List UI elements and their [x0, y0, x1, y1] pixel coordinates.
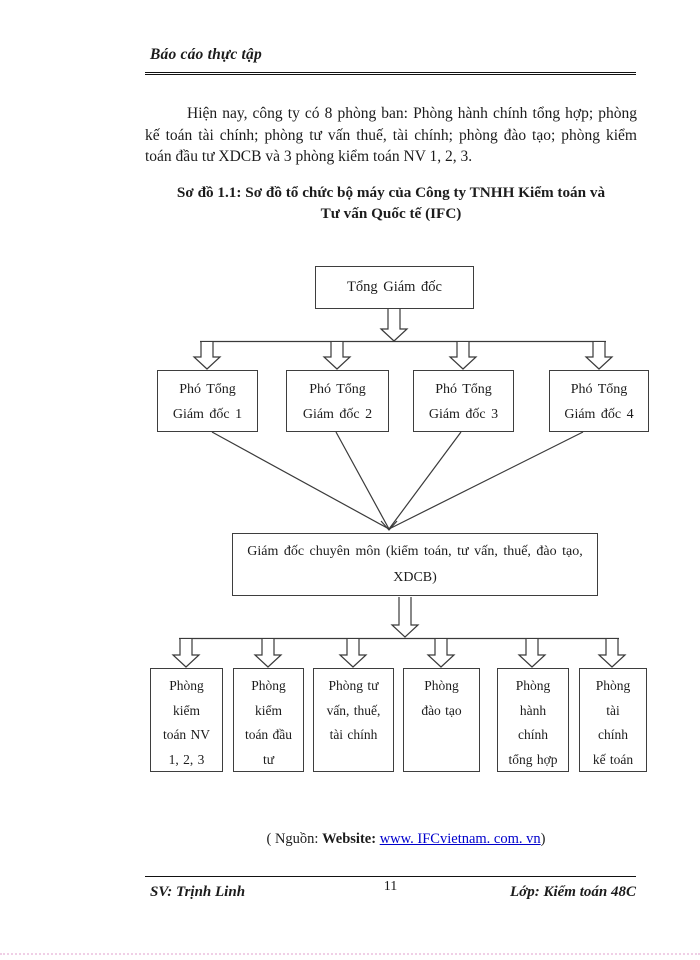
org-box-dept-consulting: Phòng tư vấn, thuế, tài chính [313, 668, 394, 772]
down-arrow-icon [379, 309, 409, 342]
down-arrow-icon [171, 639, 201, 668]
footer-student-name: SV: Trịnh Linh [150, 884, 246, 900]
source-suffix: ) [540, 831, 546, 847]
down-arrow-icon [338, 639, 368, 668]
header-rule [145, 72, 636, 75]
org-box-dept-audit-nv: Phòng kiểm toán NV 1, 2, 3 [150, 668, 223, 772]
org-box-deputy-2: Phó Tổng Giám đốc 2 [286, 370, 389, 432]
diagonal-connector [388, 431, 462, 530]
org-box-deputy-3: Phó Tổng Giám đốc 3 [413, 370, 514, 432]
source-line: ( Nguồn: Website: www. IFCvietnam. com. … [160, 831, 652, 848]
org-box-professional-director: Giám đốc chuyên môn (kiểm toán, tư vấn, … [232, 533, 598, 596]
down-arrow-icon [253, 639, 283, 668]
bottom-dotted-rule [0, 953, 700, 955]
down-arrow-icon [322, 342, 352, 370]
org-box-deputy-1: Phó Tổng Giám đốc 1 [157, 370, 258, 432]
org-box-general-director: Tổng Giám đốc [315, 266, 474, 309]
org-box-dept-investment-audit: Phòng kiểm toán đầu tư [233, 668, 304, 772]
report-header-title: Báo cáo thực tập [150, 46, 262, 63]
org-box-dept-finance-accounting: Phòng tài chính kế toán [579, 668, 647, 772]
down-arrow-icon [390, 597, 420, 638]
down-arrow-icon [584, 342, 614, 370]
down-arrow-icon [597, 639, 627, 668]
down-arrow-icon [426, 639, 456, 668]
arrowhead-icon [380, 520, 398, 531]
org-box-dept-training: Phòng đào tạo [403, 668, 480, 772]
source-prefix: ( Nguồn: [266, 831, 323, 847]
footer-class-name: Lớp: Kiểm toán 48C [510, 884, 636, 900]
diagonal-connector [211, 431, 390, 530]
source-link[interactable]: www. IFCvietnam. com. vn [379, 831, 541, 847]
diagonal-connector [388, 431, 584, 530]
source-website-label: Website: [322, 831, 380, 847]
intro-paragraph: Hiện nay, công ty có 8 phòng ban: Phòng … [145, 105, 637, 165]
org-box-dept-admin: Phòng hành chính tổng hợp [497, 668, 569, 772]
diagram-caption: Sơ đồ 1.1: Sơ đồ tổ chức bộ máy của Công… [176, 184, 606, 222]
page-number: 11 [383, 879, 398, 894]
footer-rule [145, 876, 636, 877]
diagonal-connector [335, 431, 390, 530]
down-arrow-icon [517, 639, 547, 668]
down-arrow-icon [448, 342, 478, 370]
down-arrow-icon [192, 342, 222, 370]
org-box-deputy-4: Phó Tổng Giám đốc 4 [549, 370, 649, 432]
